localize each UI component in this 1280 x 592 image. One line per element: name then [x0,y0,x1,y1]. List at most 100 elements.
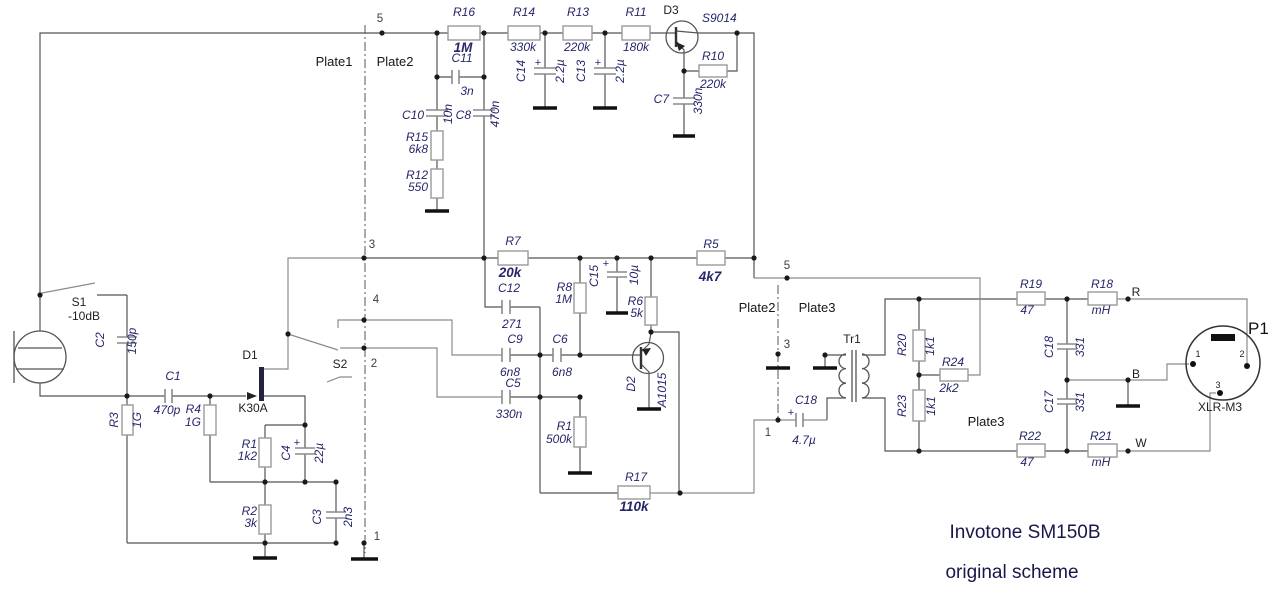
label-c15: C15 [587,265,601,287]
label-r16: R16 [453,5,475,19]
label-r4: R4 [186,402,202,416]
label-c18b: C18 [795,393,817,407]
node-5-right: 5 [784,260,790,272]
value-r12: 550 [408,180,428,194]
label-c4: C4 [279,445,293,461]
label-d3: D3 [663,3,679,17]
title-line2: original scheme [945,562,1078,583]
resistor-r7 [497,250,529,266]
label-c10: C10 [402,108,424,122]
value-r21: mH [1092,455,1111,469]
resistor-r17 [617,485,651,500]
resistor-r10 [698,64,728,78]
value-c17: 331 [1073,392,1087,412]
label-c7: C7 [654,92,671,106]
ground-symbols [253,106,1140,561]
value-c15: 10µ [627,265,641,285]
value-d1: K30A [238,401,267,415]
label-r20: R20 [895,334,909,356]
node-4-left: 4 [373,294,380,306]
value-r24: 2k2 [938,381,959,395]
value-r1a: 1k2 [238,449,258,463]
label-r14: R14 [513,5,535,19]
label-r23: R23 [895,395,909,417]
value-r4: 1G [185,415,201,429]
label-c18a: C18 [1042,336,1056,358]
value-r18: mH [1092,303,1111,317]
value-r19: 47 [1020,303,1035,317]
resistor-r18 [1087,291,1118,306]
resistor-r16 [447,25,481,41]
node-1-left: 1 [374,531,380,543]
wire-label-black: B [1132,367,1140,381]
label-r19: R19 [1020,277,1042,291]
value-c18a: 331 [1073,337,1087,357]
resistor-r23 [912,389,926,422]
transistor-d3-icon [665,20,699,54]
resistor-r19 [1016,291,1046,306]
value-r14: 330k [510,40,537,54]
value-r17: 110k [619,499,650,514]
value-r15: 6k8 [409,142,429,156]
value-s1: -10dB [68,309,100,323]
label-plate3-left: Plate3 [799,300,836,315]
title-line1: Invotone SM150B [949,522,1100,543]
resistor-r20 [912,329,926,362]
label-r6: R6 [628,294,644,308]
value-d3: S9014 [702,11,737,25]
label-c8: C8 [456,108,472,122]
xlr-pin2-label: 2 [1239,349,1244,359]
plus-c18b: + [788,407,794,419]
value-r22: 47 [1020,455,1035,469]
value-r10: 220k [699,77,727,91]
xlr-connector-icon [1185,325,1261,401]
label-c1: C1 [165,369,180,383]
xlr-pin1-label: 1 [1195,349,1200,359]
label-c13: C13 [574,60,588,82]
value-c13: 2.2µ [613,59,627,84]
label-r1a: R1 [242,437,257,451]
resistor-r6 [644,296,658,326]
value-r20: 1k1 [923,336,937,355]
label-r21: R21 [1090,429,1112,443]
node-3-left: 3 [369,239,375,251]
node-5-left: 5 [377,13,383,25]
value-r13: 220k [563,40,591,54]
value-c10: 10n [441,104,455,124]
label-r8: R8 [557,280,573,294]
label-plate3-right: Plate3 [968,414,1005,429]
label-p1: P1 [1248,319,1269,338]
resistor-r2 [258,504,272,535]
jfet-d1-icon [247,367,264,401]
label-c11: C11 [451,51,472,65]
value-c4: 22µ [312,443,326,464]
value-r16: 1M [454,40,474,55]
value-r2: 3k [244,516,258,530]
resistor-r8 [573,282,587,314]
resistor-r3 [121,404,134,436]
transistor-d2-icon [631,341,665,375]
resistor-r15 [430,130,444,161]
value-r6: 5k [630,306,644,320]
main-wires [39,30,1248,558]
label-s1: S1 [72,295,87,309]
label-tr1: Tr1 [843,332,861,346]
value-c9: 6n8 [500,365,520,379]
label-r11: R11 [625,5,646,19]
label-c6: C6 [552,332,568,346]
label-r13: R13 [567,5,589,19]
value-c6: 6n8 [552,365,572,379]
labels: R16 1M R14 330k R13 220k R11 180k D3 S90… [68,3,1269,583]
value-c12: 271 [501,317,522,331]
wire-label-white: W [1135,436,1147,450]
value-c2: 150p [125,327,139,354]
plus-c14: + [535,57,541,69]
resistor-r14 [507,25,541,41]
value-r23: 1k1 [924,396,938,415]
resistor-r1b [573,416,587,448]
wire-interconnect [41,257,1248,494]
value-c18b: 4.7µ [792,433,816,447]
resistor-r11 [621,25,651,41]
